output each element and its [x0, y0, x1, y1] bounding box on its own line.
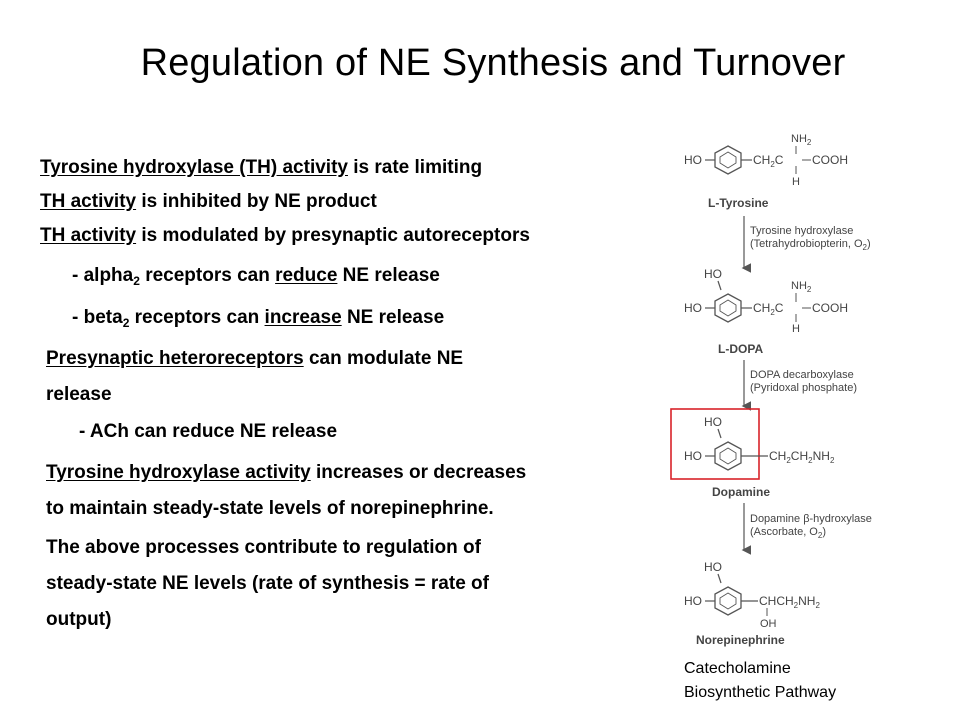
bullet-th-modulated: TH activity is modulated by presynaptic … [40, 225, 530, 246]
cofactor-pyridoxal-phosphate: (Pyridoxal phosphate) [750, 382, 857, 394]
tyrosine-chain: CH2C [753, 153, 784, 169]
ne-oh: OH [760, 618, 777, 630]
dopa-cooh: COOH [812, 301, 848, 315]
compound-norepinephrine: HO HO CHCH2NH2 OH Norepinephrine [684, 560, 820, 647]
dopamine-chain: CH2CH2NH2 [769, 449, 835, 465]
compound-l-tyrosine: HO NH2 CH2C COOH H L-Tyrosine [684, 133, 848, 210]
tyrosine-nh2: NH2 [791, 133, 812, 147]
enzyme-tyrosine-hydroxylase: Tyrosine hydroxylase [750, 225, 853, 237]
bullet-ach: - ACh can reduce NE release [79, 421, 338, 442]
dopamine-highlight-box [670, 408, 760, 480]
compound-name-dopamine: Dopamine [712, 485, 770, 499]
bullet-summary: The above processes contribute to regula… [46, 537, 489, 630]
cofactor-tetrahydrobiopterin: (Tetrahydrobiopterin, O2) [750, 238, 871, 252]
bullet-beta2: - beta2 receptors can increase NE releas… [72, 307, 445, 330]
dopa-ho-top: HO [704, 267, 722, 281]
bullet-th-steady-state: Tyrosine hydroxylase activity increases … [46, 462, 527, 519]
dopa-ho-left: HO [684, 301, 702, 315]
page-title: Regulation of NE Synthesis and Turnover [140, 42, 846, 84]
enzyme-dopa-decarboxylase: DOPA decarboxylase [750, 369, 854, 381]
ne-ho-left: HO [684, 594, 702, 608]
dopamine-ho-top: HO [704, 415, 722, 429]
dopa-chain: CH2C [753, 301, 784, 317]
bullet-th-inhibited: TH activity is inhibited by NE product [40, 191, 377, 212]
tyrosine-cooh: COOH [812, 153, 848, 167]
cofactor-ascorbate: (Ascorbate, O2) [750, 526, 826, 540]
enzyme-dopamine-beta-hydroxylase: Dopamine β-hydroxylase [750, 513, 872, 525]
compound-dopamine: HO HO CH2CH2NH2 Dopamine [684, 415, 835, 499]
dopa-nh2: NH2 [791, 280, 812, 294]
tyrosine-h: H [792, 176, 800, 188]
bullet-alpha2: - alpha2 receptors can reduce NE release [72, 265, 440, 288]
compound-name-l-dopa: L-DOPA [718, 342, 763, 356]
ne-ho-top: HO [704, 560, 722, 574]
compound-name-l-tyrosine: L-Tyrosine [708, 196, 769, 210]
dopa-h: H [792, 323, 800, 335]
bullet-heteroreceptors: Presynaptic heteroreceptors can modulate… [46, 348, 464, 405]
compound-l-dopa: HO HO NH2 CH2C COOH H L-DOPA [684, 267, 848, 356]
tyrosine-ho: HO [684, 153, 702, 167]
biosynthetic-pathway-diagram: HO NH2 CH2C COOH H L-Tyrosine Tyrosine h… [670, 133, 872, 647]
ne-chain: CHCH2NH2 [759, 594, 820, 610]
bullet-th-rate-limiting: Tyrosine hydroxylase (TH) activity is ra… [40, 157, 483, 178]
compound-name-norepinephrine: Norepinephrine [696, 633, 785, 647]
dopamine-ho-left: HO [684, 449, 702, 463]
pathway-caption: Catecholamine Biosynthetic Pathway [684, 660, 837, 701]
